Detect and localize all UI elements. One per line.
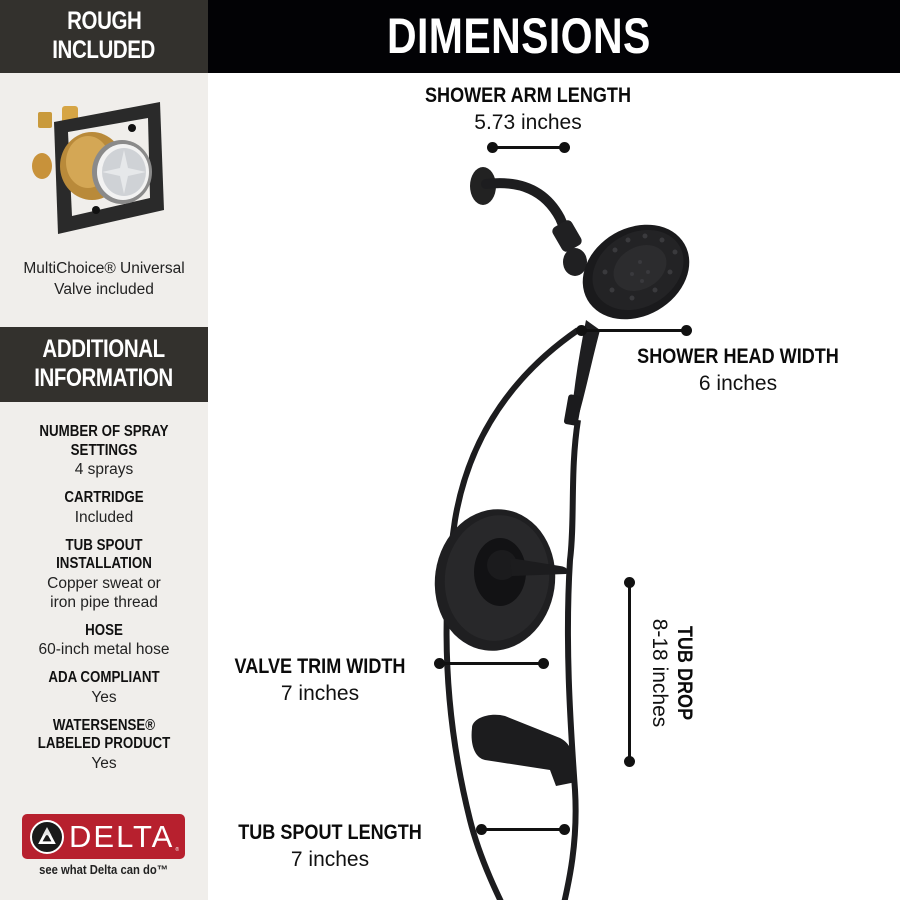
info-label: INSTALLATION [56, 555, 152, 572]
info-label: TUB SPOUT [65, 536, 143, 554]
delta-logo: DELTA ® [22, 814, 185, 859]
shower-arm-measure-line [487, 142, 570, 153]
page-title: DIMENSIONS [387, 8, 651, 64]
dimension-value: 7 inches [280, 682, 360, 705]
info-tub-spout-installation: TUB SPOUT INSTALLATION Copper sweat or i… [0, 537, 208, 612]
shower-tub-faucet-illustration [434, 167, 690, 900]
info-watersense: WATERSENSE® LABELED PRODUCT Yes [0, 717, 208, 773]
info-value: iron pipe thread [50, 593, 158, 611]
shower-head-measure-line [576, 325, 692, 336]
info-hose: HOSE 60-inch metal hose [0, 622, 208, 660]
info-ada-compliant: ADA COMPLIANT Yes [0, 669, 208, 707]
info-label: ADA COMPLIANT [48, 669, 160, 686]
info-label: HOSE [85, 621, 123, 639]
info-label: NUMBER OF SPRAY [39, 423, 169, 440]
info-value: Yes [91, 688, 117, 706]
tub-spout-measure-line [476, 824, 570, 835]
rough-header-line2: INCLUDED [52, 36, 156, 64]
info-value: Included [74, 508, 134, 526]
dimension-value: 7 inches [290, 848, 370, 871]
shower-arm-length-dimension: SHOWER ARM LENGTH 5.73 inches [388, 83, 668, 137]
dimension-value: 8-18 inches [648, 618, 671, 728]
additional-information-header: ADDITIONAL INFORMATION [0, 327, 208, 402]
valve-caption-line1: MultiChoice® Universal [23, 260, 185, 277]
tub-drop-dimension: TUB DROP 8-18 inches [640, 583, 696, 763]
valve-caption-line2: Valve included [54, 281, 154, 298]
valve-caption: MultiChoice® Universal Valve included [0, 258, 208, 300]
registered-mark: ® [175, 847, 179, 853]
additional-header-line2: INFORMATION [34, 364, 174, 392]
info-value: Yes [91, 754, 117, 772]
info-value: 4 sprays [74, 461, 134, 478]
dimension-label: TUB SPOUT LENGTH [238, 821, 422, 844]
dimension-value: 5.73 inches [474, 111, 582, 134]
additional-header-line1: ADDITIONAL [42, 335, 166, 363]
dimension-label: SHOWER ARM LENGTH [424, 84, 631, 107]
dimension-label: SHOWER HEAD WIDTH [637, 345, 839, 368]
valve-trim-measure-line [434, 658, 549, 669]
valve-rough-in-image [32, 102, 164, 234]
shower-head-width-dimension: SHOWER HEAD WIDTH 6 inches [610, 344, 866, 398]
delta-triangle-icon [30, 819, 64, 854]
valve-trim-width-dimension: VALVE TRIM WIDTH 7 inches [210, 654, 430, 708]
delta-wordmark: DELTA [69, 818, 175, 854]
info-label: SETTINGS [70, 441, 138, 459]
dimension-label: VALVE TRIM WIDTH [234, 655, 406, 678]
info-value: 60-inch metal hose [38, 641, 170, 658]
dimension-value: 6 inches [698, 372, 778, 395]
sidebar: ROUGH INCLUDED MultiChoice® Universal Va… [0, 0, 208, 900]
info-spray-settings: NUMBER OF SPRAY SETTINGS 4 sprays [0, 423, 208, 479]
tub-drop-measure-line [624, 577, 635, 767]
info-value: Copper sweat or [47, 574, 161, 592]
tub-spout-length-dimension: TUB SPOUT LENGTH 7 inches [210, 820, 450, 874]
dimension-label: TUB DROP [673, 625, 696, 721]
info-label: CARTRIDGE [64, 489, 144, 506]
info-cartridge: CARTRIDGE Included [0, 489, 208, 527]
info-label: LABELED PRODUCT [37, 735, 171, 752]
tagline-text: see what Delta can do™ [39, 863, 169, 877]
delta-tagline: see what Delta can do™ [0, 863, 208, 877]
dimensions-header: DIMENSIONS [208, 0, 900, 73]
rough-included-header: ROUGH INCLUDED [0, 0, 208, 73]
info-list: NUMBER OF SPRAY SETTINGS 4 sprays CARTRI… [0, 423, 208, 783]
rough-header-line1: ROUGH [66, 7, 142, 35]
info-label: WATERSENSE® [52, 716, 156, 734]
